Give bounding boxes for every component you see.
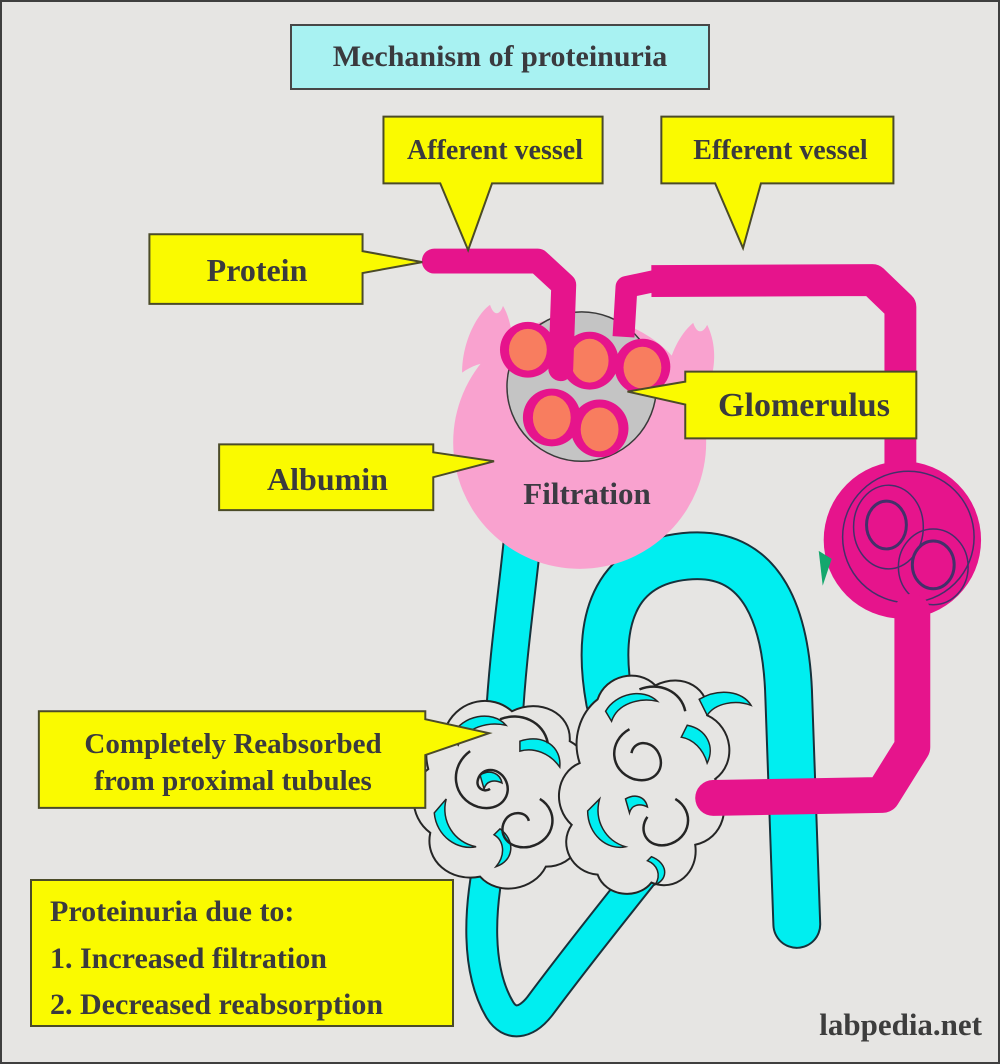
watermark: labpedia.net (819, 1007, 982, 1042)
proximal-tubule-swirl-right (558, 674, 753, 895)
reabsorbed-label-line2: from proximal tubules (94, 764, 372, 797)
swirl-right-patch (586, 796, 629, 849)
glomerulus-label: Glomerulus (718, 387, 890, 425)
swirl-right-patch (646, 855, 666, 887)
efferent-connector (612, 269, 662, 338)
efferent-vessel-label: Efferent vessel (693, 135, 868, 166)
info-box-heading: Proteinuria due to: (50, 895, 295, 928)
proteinuria-info-box: Proteinuria due to: 1. Increased filtrat… (30, 879, 454, 1027)
glomerulus-tuft (500, 311, 671, 463)
tubule-v-loop-fill (467, 834, 660, 1036)
swirl-left-patch (519, 738, 561, 770)
efferent-continuation-path (695, 593, 931, 816)
ball-inner-detail (841, 470, 975, 636)
swirl-left-patch (479, 771, 504, 792)
info-box-item-2: 2. Decreased reabsorption (50, 988, 384, 1021)
swirl-right-patch (624, 795, 649, 816)
swirl-right-patch (680, 724, 711, 766)
swirl-left-patch (433, 798, 477, 849)
protein-callout-shape (148, 233, 423, 305)
reabsorbed-callout-shape (37, 710, 493, 809)
capillary-lumen (623, 346, 662, 389)
swirl-right-patch (604, 692, 660, 724)
capsule-flame-right (667, 322, 715, 379)
swirl-left-spiral (454, 750, 509, 810)
tubule-paths (465, 514, 822, 1038)
green-marker (818, 550, 832, 586)
proximal-tubule-descending-fill (486, 516, 541, 741)
swirl-right-wisp (698, 691, 753, 717)
glomerulus-callout-shape (627, 370, 918, 440)
afferent-vessel-label: Afferent vessel (407, 135, 583, 166)
afferent-callout-shape (382, 115, 604, 253)
efferent-callout-shape (660, 115, 895, 252)
swirl-left-spiral (499, 715, 550, 744)
reabsorbed-label-line1: Completely Reabsorbed (84, 728, 382, 761)
peritubular-capillary-ball (818, 461, 982, 636)
afferent-vessel-path (421, 248, 577, 382)
albumin-label: Albumin (267, 461, 388, 497)
callout-shapes (37, 115, 918, 809)
diagram-title: Mechanism of proteinuria (290, 24, 710, 90)
capillary-lumen (580, 407, 619, 452)
albumin-callout-shape (218, 443, 495, 512)
capillary-lumen (570, 338, 609, 383)
capillary-lumen (532, 395, 571, 440)
swirl-right-spiral (613, 728, 663, 782)
glomerular-capillaries (500, 321, 671, 458)
filtration-label: Filtration (523, 475, 651, 511)
protein-label: Protein (206, 252, 308, 288)
tubule-arch-limb-fill (582, 533, 820, 947)
proximal-tubule-swirl-left (412, 699, 592, 890)
reabsorbed-label: Completely Reabsorbed from proximal tubu… (39, 714, 427, 811)
swirl-left-spiral (501, 797, 554, 849)
info-box-item-1: 1. Increased filtration (50, 941, 327, 975)
capsule-flame-left (462, 304, 513, 373)
capillary-lumen (508, 328, 547, 371)
swirl-right-spiral (638, 685, 687, 712)
swirl-right-spiral (642, 797, 690, 847)
